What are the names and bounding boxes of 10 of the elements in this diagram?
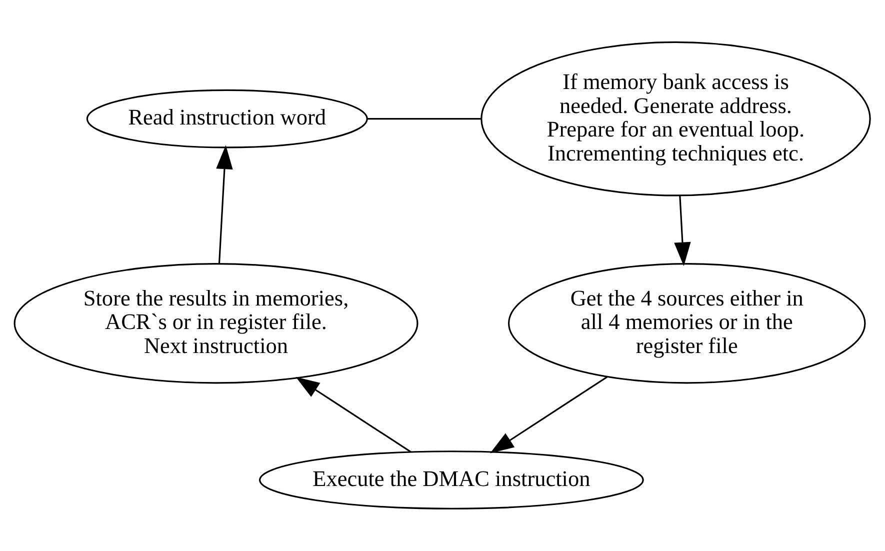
- connector: [366, 118, 481, 120]
- node-ellipse: Execute the DMAC instruction: [259, 450, 644, 510]
- arrow: [490, 376, 608, 454]
- arrow: [674, 195, 691, 266]
- node-ellipse: Read instruction word: [86, 89, 368, 148]
- arrow: [296, 376, 412, 453]
- node-ellipse: If memory bank access is needed. Generate address. Prepare for an eventual loop. Incrementing techniques etc.: [480, 41, 871, 196]
- node-ellipse: Store the results in memories, ACR`s or in register file. Next instruction: [14, 262, 418, 384]
- node-ellipse: Get the 4 sources either in all 4 memories or in the register file: [508, 262, 866, 384]
- arrow: [216, 145, 233, 264]
